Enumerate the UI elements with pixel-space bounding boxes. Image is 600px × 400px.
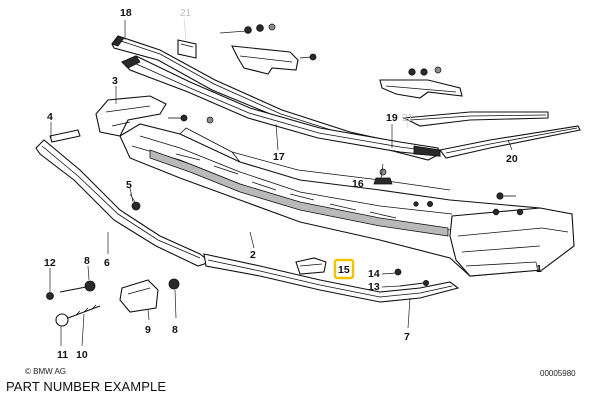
bracket-21-left <box>177 39 197 59</box>
callout-2: 2 <box>250 249 256 261</box>
upper-bracket-left <box>219 23 317 75</box>
callout-3: 3 <box>112 75 118 87</box>
upper-trim-strip-17 <box>121 55 441 157</box>
callout-21-top: 21 <box>180 8 192 19</box>
brand-copyright: © BMW AG <box>25 367 66 376</box>
callout-18: 18 <box>120 7 132 19</box>
callout-9: 9 <box>145 324 151 336</box>
callout-17: 17 <box>273 151 285 163</box>
bumper-end-cap-1 <box>413 192 575 277</box>
drawing-number: 00005980 <box>540 369 576 378</box>
callout-7: 7 <box>404 331 410 343</box>
screw-13 <box>399 279 429 287</box>
callout-10: 10 <box>76 349 88 361</box>
callout-20: 20 <box>506 153 518 165</box>
callout-16: 16 <box>352 178 364 190</box>
callout-12: 12 <box>44 257 56 269</box>
callout-labels: 18 21 3 4 5 6 8 12 8 9 10 11 2 17 16 19 … <box>44 7 542 361</box>
callout-1: 1 <box>536 263 542 275</box>
caption: PART NUMBER EXAMPLE <box>6 379 167 394</box>
trim-strip-20 <box>439 125 581 159</box>
callout-15: 15 <box>338 264 350 276</box>
callout-11: 11 <box>57 349 68 361</box>
callout-8-lower: 8 <box>172 324 178 336</box>
callout-6: 6 <box>104 257 110 269</box>
grommet-16 <box>373 168 393 185</box>
callout-13: 13 <box>368 281 380 293</box>
rub-strip-7 <box>203 253 460 303</box>
callout-5: 5 <box>126 179 132 191</box>
callout-14: 14 <box>368 268 380 280</box>
bumper-end-cap-3 <box>95 95 214 137</box>
nut-14 <box>394 268 402 276</box>
callout-21-right: 21 <box>402 113 414 124</box>
callout-4: 4 <box>47 111 53 123</box>
leader-lines <box>49 17 539 347</box>
callout-19: 19 <box>386 112 398 124</box>
upper-bracket-right <box>379 66 463 99</box>
callout-8-upper: 8 <box>84 255 90 267</box>
footer: © BMW AG 00005980 <box>25 367 576 378</box>
fastener-group-lower-left <box>46 278 180 327</box>
bolt-5 <box>129 193 141 211</box>
clip-15 <box>295 257 327 275</box>
callout-15-highlight <box>333 258 355 280</box>
clip-4 <box>49 129 81 143</box>
trim-strip-19 <box>402 111 549 127</box>
